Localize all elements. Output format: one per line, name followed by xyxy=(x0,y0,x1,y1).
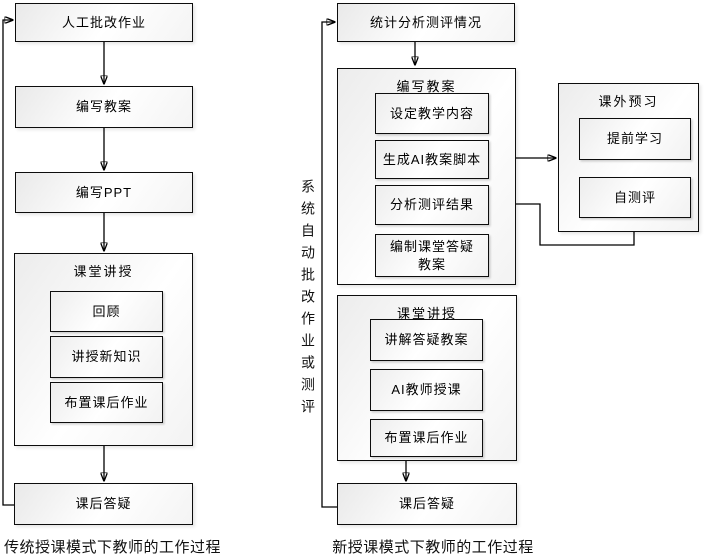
node-self-test-label: 自测评 xyxy=(613,189,656,205)
node-write-plan-left: 编写教案 xyxy=(15,86,193,128)
group-preview-title: 课外预习 xyxy=(598,94,659,109)
node-analyze-results-label: 分析测评结果 xyxy=(389,197,474,213)
node-manual-grading-label: 人工批改作业 xyxy=(61,14,146,30)
node-set-content: 设定教学内容 xyxy=(375,93,489,134)
node-stat-analysis-label: 统计分析测评情况 xyxy=(369,14,482,30)
node-assign-homework-right: 布置课后作业 xyxy=(370,419,483,457)
node-compile-qa-plan-label: 编制课堂答疑 教案 xyxy=(389,238,474,272)
node-assign-homework-left: 布置课后作业 xyxy=(50,382,163,423)
feedback-left xyxy=(2,20,14,506)
node-explain-qa-plan: 讲解答疑教案 xyxy=(370,319,483,361)
group-lecture-right-title: 课堂讲授 xyxy=(396,306,457,321)
node-explain-qa-plan-label: 讲解答疑教案 xyxy=(384,332,469,348)
group-plan-right-title: 编写教案 xyxy=(396,79,457,94)
node-review: 回顾 xyxy=(50,291,163,332)
group-preview: 课外预习 提前学习 自测评 xyxy=(558,83,699,232)
group-lecture-left: 课堂讲授 回顾 讲授新知识 布置课后作业 xyxy=(14,253,193,446)
node-set-content-label: 设定教学内容 xyxy=(389,105,474,121)
feedback-right xyxy=(321,22,337,508)
node-assign-homework-left-label: 布置课后作业 xyxy=(64,394,149,410)
node-stat-analysis: 统计分析测评情况 xyxy=(337,3,515,42)
node-pre-learning: 提前学习 xyxy=(579,118,691,160)
node-analyze-results: 分析测评结果 xyxy=(375,185,489,225)
node-after-qa-left-label: 课后答疑 xyxy=(75,496,132,512)
caption-right: 新授课模式下教师的工作过程 xyxy=(332,540,534,556)
node-teach-new: 讲授新知识 xyxy=(50,336,163,378)
group-plan-right: 编写教案 设定教学内容 生成AI教案脚本 分析测评结果 编制课堂答疑 教案 xyxy=(337,68,516,285)
node-assign-homework-right-label: 布置课后作业 xyxy=(384,430,469,446)
node-write-plan-left-label: 编写教案 xyxy=(75,99,132,115)
auto-grading-vertical-label: 系统自动批改作业或测评 xyxy=(299,179,314,421)
group-lecture-right: 课堂讲授 讲解答疑教案 AI教师授课 布置课后作业 xyxy=(337,295,517,461)
node-teach-new-label: 讲授新知识 xyxy=(71,349,142,365)
node-ai-teacher-label: AI教师授课 xyxy=(391,382,462,398)
node-self-test: 自测评 xyxy=(579,177,691,218)
node-pre-learning-label: 提前学习 xyxy=(606,131,663,147)
caption-left: 传统授课模式下教师的工作过程 xyxy=(3,540,221,556)
group-lecture-left-title: 课堂讲授 xyxy=(73,264,134,279)
node-gen-ai-script-label: 生成AI教案脚本 xyxy=(382,151,482,167)
node-write-ppt-label: 编写PPT xyxy=(75,184,133,200)
node-manual-grading: 人工批改作业 xyxy=(15,3,193,42)
node-after-qa-left: 课后答疑 xyxy=(14,483,193,525)
node-compile-qa-plan: 编制课堂答疑 教案 xyxy=(375,234,489,277)
node-after-qa-right: 课后答疑 xyxy=(337,483,517,525)
node-after-qa-right-label: 课后答疑 xyxy=(398,496,455,512)
node-gen-ai-script: 生成AI教案脚本 xyxy=(375,140,489,179)
node-write-ppt: 编写PPT xyxy=(15,172,193,213)
node-ai-teacher: AI教师授课 xyxy=(370,369,483,411)
node-review-label: 回顾 xyxy=(92,303,121,319)
